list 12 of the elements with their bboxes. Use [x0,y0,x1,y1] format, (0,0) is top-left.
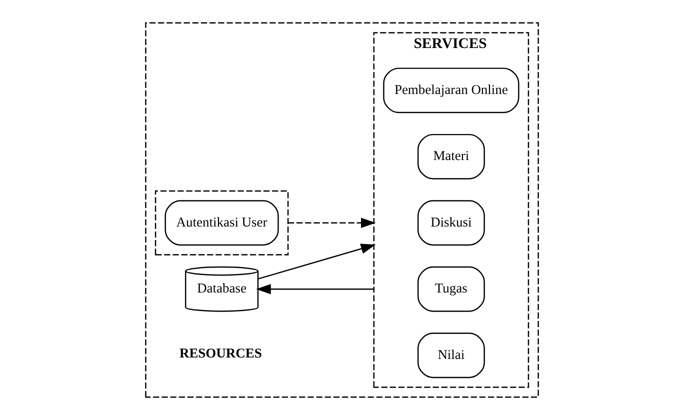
node-box: Diskusi [416,200,484,246]
node-box: Tugas [416,266,484,312]
node-box: Materi [416,134,484,180]
node-box: Autentikasi User [164,200,278,246]
arrow [288,218,376,228]
node-box: Nilai [416,332,484,378]
arrow [256,284,374,294]
node-box: Pembelajaran Online [382,68,519,114]
label: RESOURCES [178,346,262,361]
arrow [257,244,376,280]
cluster [144,22,538,398]
cluster [154,190,288,256]
